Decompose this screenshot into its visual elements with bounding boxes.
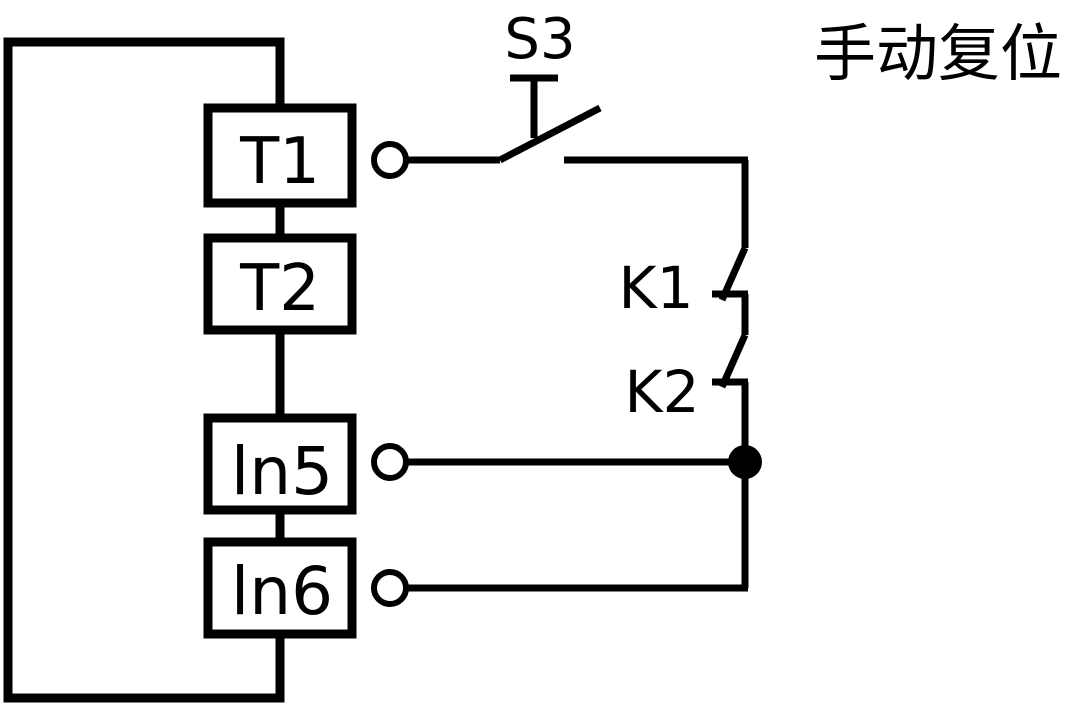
switch-s3-label: S3 <box>504 7 575 72</box>
outer-loop-wire <box>3 37 285 703</box>
terminal-in6-box <box>203 537 357 639</box>
s3-contact-blade <box>498 104 602 164</box>
terminal-in5-label: ln5 <box>231 433 333 510</box>
terminal-t1-box <box>203 103 357 208</box>
diagram-title: 手动复位 <box>814 17 1062 90</box>
switch-k2-label: K2 <box>625 358 700 426</box>
switch-k1-label: K1 <box>619 254 694 322</box>
terminal-in6-label: ln6 <box>231 553 333 630</box>
junction-dot <box>728 445 762 479</box>
terminal-in5-box <box>203 413 357 515</box>
terminal-t1-label: T1 <box>239 125 320 199</box>
terminal-t2-box <box>203 233 357 335</box>
in5-connection-point <box>371 443 409 481</box>
t1-connection-point <box>371 141 409 179</box>
k2-contact-blade <box>718 333 749 389</box>
terminal-t2-label: T2 <box>239 252 320 326</box>
in6-connection-point <box>371 569 409 607</box>
